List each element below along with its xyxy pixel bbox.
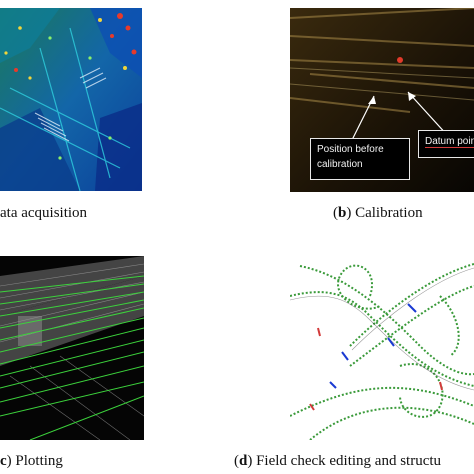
- panel-d-image: [290, 256, 474, 440]
- panel-c-caption-text: Plotting: [15, 453, 63, 469]
- panel-a-caption: ata acquisition: [0, 205, 88, 221]
- panel-a-image: [0, 8, 142, 191]
- point-cloud-acquisition-image: [0, 8, 142, 191]
- panel-b-caption-text: Calibration: [355, 205, 423, 221]
- panel-d-caption: (d) Field check editing and structu: [234, 453, 442, 469]
- panel-c-caption: c) Plotting: [0, 453, 63, 469]
- callout-position-before-calibration: Position before calibration: [310, 138, 410, 180]
- panel-b-image: Position before calibration Datum poin: [290, 8, 474, 192]
- panel-d-letter: d: [239, 453, 248, 469]
- panel-c-image: [0, 256, 144, 440]
- panel-c-letter: c: [0, 453, 7, 469]
- plotting-image: [0, 256, 144, 440]
- plotted-lane-lines: [0, 275, 144, 440]
- field-check-editing-image: [290, 256, 474, 440]
- callout-before-line2: calibration: [317, 159, 363, 170]
- callout-datum-text: Datum poin: [425, 136, 474, 148]
- panel-d-caption-text: Field check editing and structu: [256, 453, 442, 469]
- panel-b-caption: (b) Calibration: [333, 205, 423, 221]
- callout-datum-point: Datum poin: [418, 130, 474, 158]
- panel-b-letter: b: [338, 205, 347, 221]
- callout-before-line1: Position before: [317, 144, 384, 155]
